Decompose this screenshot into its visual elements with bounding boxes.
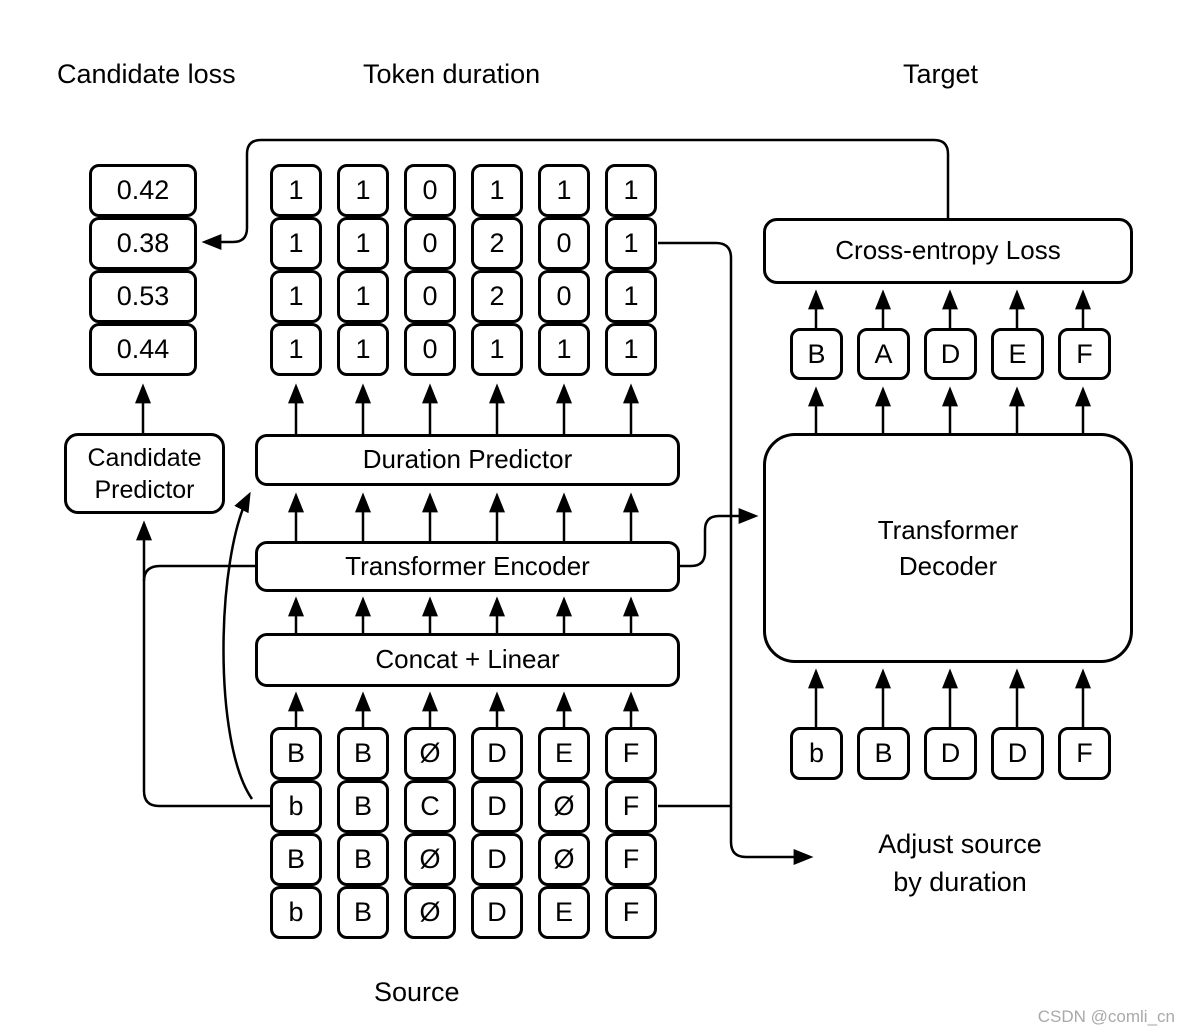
source-cell: C [404, 780, 456, 833]
source-cell: E [538, 727, 590, 780]
source-cell: D [471, 833, 523, 886]
candidate-loss-cell: 0.42 [89, 164, 197, 217]
candidate-predictor-block: Candidate Predictor [64, 433, 225, 514]
duration-predictor-block: Duration Predictor [255, 434, 680, 486]
cross-entropy-loss-block: Cross-entropy Loss [763, 218, 1133, 284]
arrows-decoder-to-targets [808, 386, 1091, 433]
source-cell: Ø [538, 833, 590, 886]
wire-duration-to-adjust [658, 241, 814, 865]
token-duration-label: Token duration [363, 59, 541, 89]
decoder-input-cell: D [991, 727, 1044, 780]
stack-arrows-encoder-to-durpred [288, 492, 639, 541]
transformer-decoder-block: Transformer Decoder [763, 433, 1133, 663]
wire-encoder-left-branch [142, 564, 255, 582]
duration-cell: 0 [404, 164, 456, 217]
duration-cell: 1 [538, 323, 590, 376]
duration-cell: 0 [404, 217, 456, 270]
target-label: Target [903, 59, 979, 89]
adjust-source-label: Adjust source by duration [826, 825, 1094, 901]
duration-cell: 1 [605, 323, 657, 376]
duration-cell: 1 [337, 270, 389, 323]
duration-cell: 1 [270, 270, 322, 323]
wire-source-to-candpred [136, 520, 272, 808]
source-cell: F [605, 780, 657, 833]
target-token-cell: A [857, 328, 910, 380]
source-cell: B [337, 780, 389, 833]
transformer-decoder-line1: Transformer [877, 514, 1019, 545]
source-cell: B [337, 886, 389, 939]
source-cell: b [270, 780, 322, 833]
duration-cell: 1 [605, 217, 657, 270]
source-cell: b [270, 886, 322, 939]
source-cell: F [605, 727, 657, 780]
candidate-loss-cell: 0.53 [89, 270, 197, 323]
decoder-input-cell: B [857, 727, 910, 780]
source-cell: D [471, 780, 523, 833]
duration-cell: 0 [404, 270, 456, 323]
duration-cell: 1 [270, 323, 322, 376]
stack-arrows-concat-to-encoder [288, 596, 639, 633]
target-token-cell: B [790, 328, 843, 380]
duration-cell: 0 [538, 217, 590, 270]
decoder-input-cell: F [1058, 727, 1111, 780]
duration-cell: 0 [538, 270, 590, 323]
candidate-loss-cell: 0.38 [89, 217, 197, 270]
target-token-cell: E [991, 328, 1044, 380]
stack-arrows-source-to-concat [288, 691, 639, 727]
source-cell: E [538, 886, 590, 939]
arrows-inputs-to-decoder [808, 668, 1091, 727]
duration-cell: 1 [337, 164, 389, 217]
candidate-loss-cell: 0.44 [89, 323, 197, 376]
source-cell: B [270, 727, 322, 780]
adjust-source-line1: Adjust source [878, 829, 1042, 859]
wire-crossentropy-to-loss [201, 138, 950, 250]
source-cell: D [471, 727, 523, 780]
wire-encoder-to-decoder [680, 508, 759, 568]
duration-cell: 0 [404, 323, 456, 376]
watermark: CSDN @comli_cn [1037, 1007, 1175, 1026]
duration-cell: 1 [538, 164, 590, 217]
source-cell: Ø [538, 780, 590, 833]
candidate-loss-label: Candidate loss [57, 59, 236, 89]
duration-cell: 1 [270, 217, 322, 270]
duration-cell: 1 [605, 270, 657, 323]
duration-cell: 1 [471, 164, 523, 217]
source-cell: Ø [404, 833, 456, 886]
duration-cell: 2 [471, 270, 523, 323]
transformer-decoder-line2: Decoder [898, 551, 998, 581]
source-cell: B [337, 833, 389, 886]
candidate-predictor-line2: Predictor [94, 475, 195, 504]
candidate-predictor-line1: Candidate [87, 443, 202, 472]
source-cell: B [270, 833, 322, 886]
transformer-encoder-block: Transformer Encoder [255, 541, 680, 592]
source-cell: F [605, 886, 657, 939]
source-cell: Ø [404, 727, 456, 780]
duration-cell: 1 [270, 164, 322, 217]
source-label: Source [374, 977, 460, 1007]
duration-cell: 2 [471, 217, 523, 270]
duration-cell: 1 [337, 323, 389, 376]
decoder-input-cell: b [790, 727, 843, 780]
source-cell: B [337, 727, 389, 780]
source-cell: F [605, 833, 657, 886]
concat-linear-block: Concat + Linear [255, 633, 680, 687]
source-cell: D [471, 886, 523, 939]
wire-source-to-durpred [222, 491, 254, 800]
target-token-cell: F [1058, 328, 1111, 380]
arrows-targets-to-crossentropy [808, 289, 1091, 328]
stack-arrows-durpred-to-durations [288, 383, 639, 434]
duration-cell: 1 [471, 323, 523, 376]
duration-cell: 1 [337, 217, 389, 270]
adjust-source-line2: by duration [893, 867, 1027, 897]
decoder-input-cell: D [924, 727, 977, 780]
target-token-cell: D [924, 328, 977, 380]
source-cell: Ø [404, 886, 456, 939]
duration-cell: 1 [605, 164, 657, 217]
